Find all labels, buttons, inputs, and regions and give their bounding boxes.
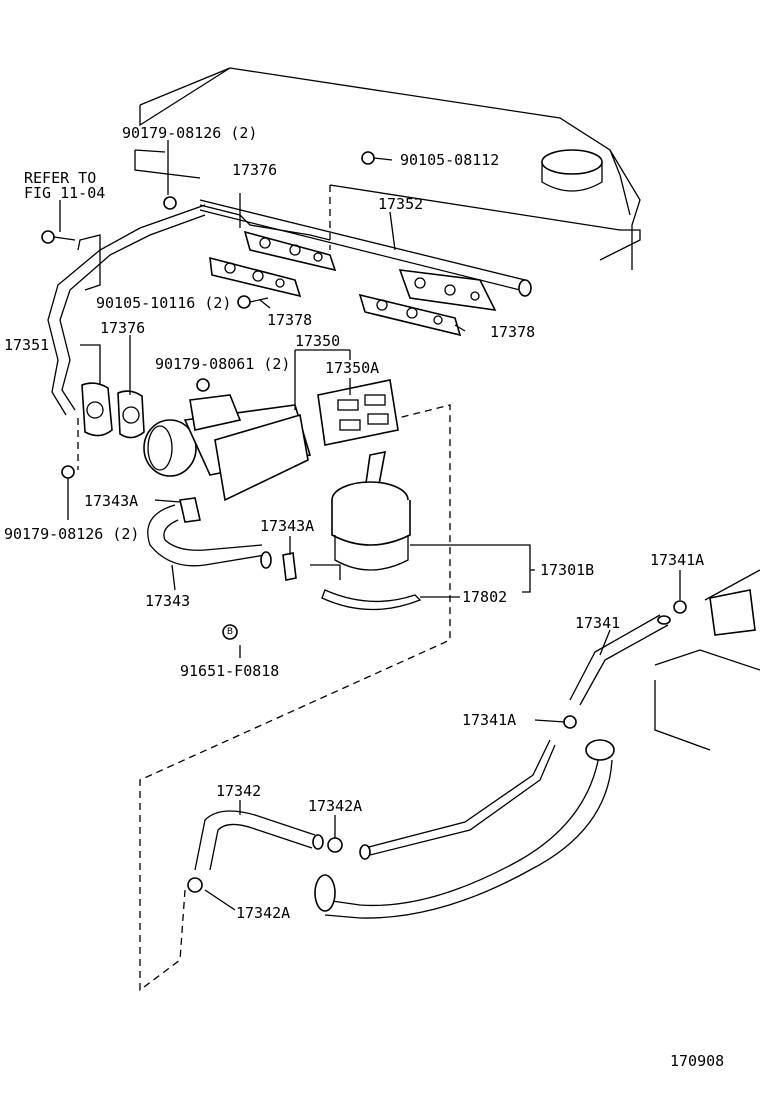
label-refer-line1: REFER TO bbox=[24, 169, 97, 187]
label-17802[interactable]: 17802 bbox=[462, 588, 508, 606]
label-17341[interactable]: 17341 bbox=[575, 614, 621, 632]
hose-17341 bbox=[563, 600, 687, 729]
label-17352[interactable]: 17352 bbox=[378, 195, 424, 213]
leader-lines bbox=[59, 140, 451, 992]
label-17376-top[interactable]: 17376 bbox=[232, 161, 278, 179]
label-90105-10116[interactable]: 90105-10116 (2) bbox=[96, 294, 232, 312]
air-pipe-17351 bbox=[47, 204, 206, 416]
label-17376-mid[interactable]: 17376 bbox=[100, 319, 146, 337]
label-17350A[interactable]: 17350A bbox=[325, 359, 380, 377]
label-17301B[interactable]: 17301B bbox=[540, 561, 595, 579]
label-90179-08126-top[interactable]: 90179-08126 (2) bbox=[122, 124, 258, 142]
label-17378-b[interactable]: 17378 bbox=[490, 323, 536, 341]
bolt-icons bbox=[41, 151, 393, 640]
label-17342A-b[interactable]: 17342A bbox=[236, 904, 291, 922]
label-17343[interactable]: 17343 bbox=[145, 592, 191, 610]
label-17342A-a[interactable]: 17342A bbox=[308, 797, 363, 815]
label-90105-08112[interactable]: 90105-08112 bbox=[400, 151, 500, 169]
label-17351[interactable]: 17351 bbox=[4, 336, 50, 354]
label-17343A-b[interactable]: 17343A bbox=[260, 517, 315, 535]
label-90179-08061[interactable]: 90179-08061 (2) bbox=[155, 355, 291, 373]
large-hose bbox=[314, 739, 615, 919]
label-17341A-mid[interactable]: 17341A bbox=[462, 711, 517, 729]
air-filter-canister bbox=[310, 450, 422, 611]
hose-17342 bbox=[187, 810, 343, 893]
bolt-b-icon: B bbox=[226, 627, 234, 637]
callout-lines bbox=[67, 193, 681, 911]
air-pipe-17352 bbox=[199, 199, 532, 297]
label-17341A-top[interactable]: 17341A bbox=[650, 551, 705, 569]
label-refer-line2: FIG 11-04 bbox=[24, 184, 106, 202]
label-90179-08126-bot[interactable]: 90179-08126 (2) bbox=[4, 525, 140, 543]
hose-17343 bbox=[147, 497, 272, 569]
bracket-17352 bbox=[398, 269, 497, 312]
gasket-17378-b bbox=[358, 293, 462, 337]
clamp-17343A bbox=[282, 552, 297, 581]
label-17343A-a[interactable]: 17343A bbox=[84, 492, 139, 510]
label-17378-a[interactable]: 17378 bbox=[267, 311, 313, 329]
right-component bbox=[654, 569, 760, 751]
engine-block-outline bbox=[134, 67, 641, 270]
gasket-17376-top bbox=[243, 230, 337, 272]
label-17342[interactable]: 17342 bbox=[216, 782, 262, 800]
diagram-id: 170908 bbox=[670, 1052, 725, 1070]
label-17350[interactable]: 17350 bbox=[295, 332, 341, 350]
gasket-17378-a bbox=[209, 256, 302, 298]
label-91651-F0818[interactable]: 91651-F0818 bbox=[180, 662, 280, 680]
plate-17350A bbox=[317, 379, 399, 446]
air-switching-valve bbox=[81, 382, 312, 502]
